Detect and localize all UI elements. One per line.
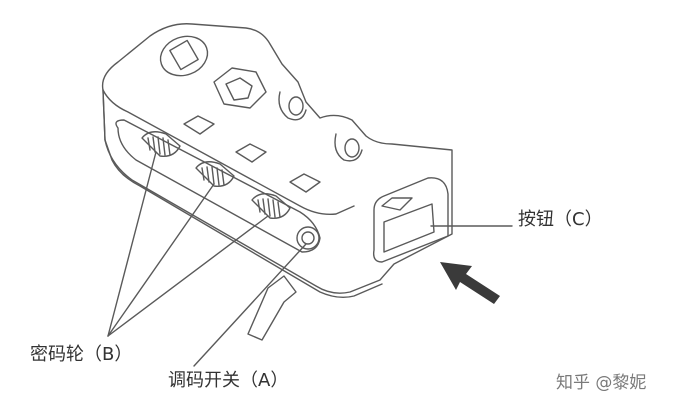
leader-wheel-2 — [107, 183, 215, 337]
combination-wheel-1 — [141, 131, 181, 157]
digit-window-3 — [289, 173, 321, 193]
reset-switch — [296, 226, 320, 250]
digit-window-1 — [183, 115, 215, 135]
watermark: 知乎 @黎妮 — [556, 373, 647, 393]
button-label: 按钮（C） — [518, 209, 603, 230]
reset-switch-label: 调码开关（A） — [168, 370, 289, 391]
lock-shackle-seam-2 — [334, 133, 363, 162]
oval-slot — [159, 35, 209, 77]
reset-tool — [247, 275, 297, 341]
combination-wheel-label: 密码轮（B） — [30, 344, 133, 365]
hex-nut — [213, 67, 267, 109]
lock-body-bottom — [104, 139, 383, 299]
combination-wheel-2 — [195, 161, 235, 187]
leader-wheel-1 — [107, 151, 157, 337]
lock-rivet-1 — [288, 96, 304, 116]
combination-wheel-3 — [251, 193, 291, 219]
digit-window-2 — [235, 143, 267, 163]
push-button — [372, 177, 449, 263]
lock-shackle-seam-1 — [278, 91, 307, 121]
front-panel — [115, 119, 321, 253]
lock-body-outline — [101, 23, 453, 294]
lock-body-front-edge — [102, 89, 106, 141]
lock-rivet-2 — [344, 138, 360, 158]
press-arrow-icon — [440, 262, 500, 304]
lock-body-top-rim — [102, 89, 355, 216]
leader-wheel-3 — [107, 215, 269, 337]
leader-switch — [193, 243, 307, 367]
